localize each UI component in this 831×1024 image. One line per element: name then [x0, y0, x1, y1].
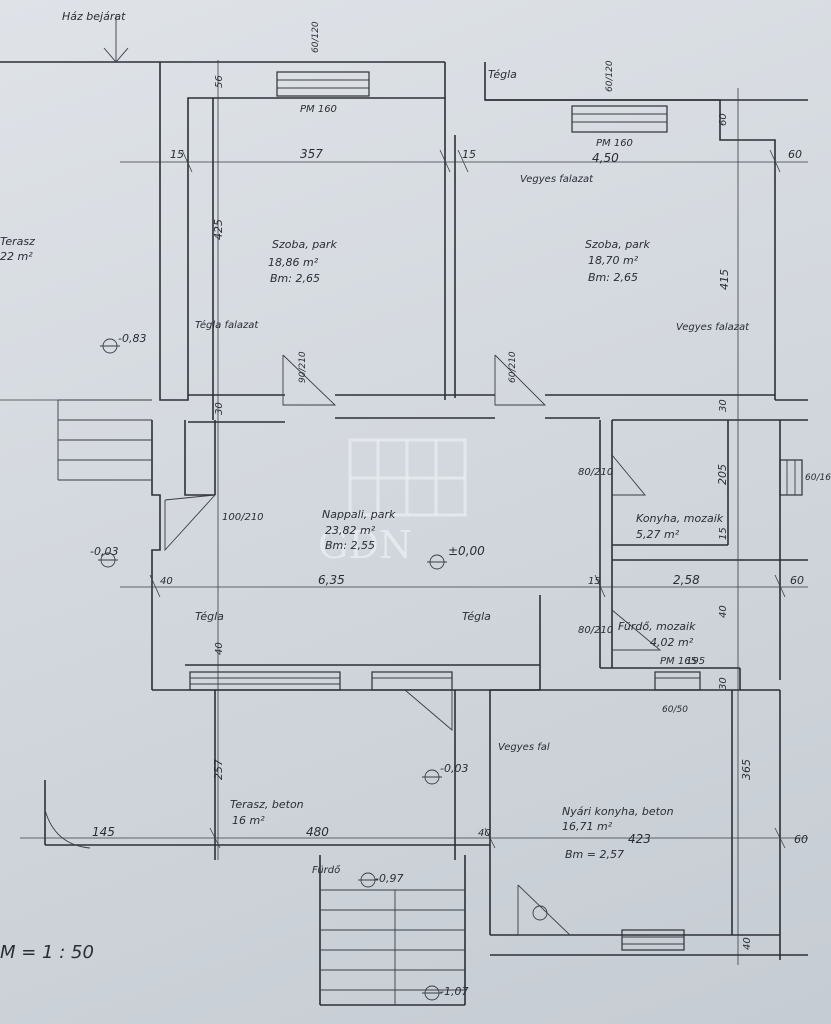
kitchen-name: Konyha, mozaik [636, 512, 724, 525]
terrace-area: 16 m² [232, 814, 265, 827]
neighbor-label: Ház bejárat [62, 10, 126, 23]
stairs-left [57, 399, 152, 481]
dim-425: 425 [212, 219, 225, 240]
room-right-height: Bm: 2,65 [588, 271, 638, 284]
living-area: 23,82 m² [325, 524, 376, 537]
dim-60d: 60 [794, 833, 808, 846]
material-vegyes-right: Vegyes falazat [676, 322, 750, 333]
room-right-area: 18,70 m² [588, 254, 639, 267]
material-tegla-terrace: Tégla [195, 610, 224, 623]
level-2: -0,03 [90, 545, 118, 558]
dim-258: 2,58 [673, 573, 700, 587]
dim-60b: 60 [718, 113, 729, 126]
bath-label: Fürdő [312, 864, 341, 876]
material-vegyes-bottom: Vegyes fal [498, 742, 550, 753]
dim-15a: 15 [170, 148, 184, 161]
dim-40e: 40 [742, 937, 753, 950]
dim-15d: 15 [718, 527, 729, 540]
dim-30c: 30 [718, 677, 729, 690]
window-top-right-label: PM 160 [596, 138, 633, 149]
dimension-lines [0, 60, 808, 965]
window-kitchen-label: PM 165 [660, 656, 697, 667]
room-left-height: Bm: 2,65 [270, 272, 320, 285]
dim-205: 205 [716, 464, 729, 485]
level-markers [98, 338, 548, 1001]
dim-195: 195 [686, 656, 705, 667]
living-height: Bm: 2,55 [325, 539, 375, 552]
dim-480: 480 [306, 825, 329, 839]
watermark-text: GDN [318, 523, 412, 567]
material-vegyes-top: Vegyes falazat [520, 174, 594, 185]
dim-60c: 60 [790, 574, 804, 587]
dim-40d: 40 [478, 828, 491, 839]
dim-423: 423 [628, 832, 651, 846]
window-bath-label: 60/50 [662, 705, 688, 715]
dim-30a: 30 [214, 402, 225, 415]
material-tegla-top: Tégla [488, 68, 517, 81]
level-6: -1,07 [440, 985, 468, 998]
dim-257: 257 [212, 759, 225, 780]
dim-60a: 60 [788, 148, 802, 161]
room-left-area: 18,86 m² [268, 256, 319, 269]
level-3: ±0,00 [448, 544, 485, 558]
labels: Ház bejárat M = 1 : 50 Szoba, park 18,86… [0, 10, 831, 998]
dim-30b: 30 [718, 399, 729, 412]
dim-56: 56 [214, 75, 225, 88]
door-100-210: 100/210 [222, 512, 264, 523]
left-terrace-name: Terasz [0, 235, 35, 248]
window-top-left-sill: 60/120 [311, 21, 321, 53]
dim-450: 4,50 [592, 151, 619, 165]
window-kitchen-side: 60/165 [805, 473, 831, 483]
doors [44, 354, 662, 936]
level-1: -0,83 [118, 332, 146, 345]
scale-label: M = 1 : 50 [0, 942, 94, 963]
summer-kitchen-name: Nyári konyha, beton [562, 805, 674, 818]
material-tegla-left: Tégla falazat [195, 319, 259, 331]
entrance-arrow [103, 15, 129, 63]
summer-kitchen-height: Bm = 2,57 [565, 848, 624, 861]
dim-365: 365 [740, 759, 753, 780]
level-5: -0,97 [375, 872, 403, 885]
kitchen-area: 5,27 m² [636, 528, 680, 541]
level-4: -0,03 [440, 762, 468, 775]
terrace-name: Terasz, beton [230, 798, 304, 811]
left-terrace-area: 22 m² [0, 250, 33, 263]
stairs-bottom [320, 889, 465, 1005]
dim-40b: 40 [214, 642, 225, 655]
dim-145: 145 [92, 825, 115, 839]
walls [0, 61, 808, 1006]
room-left-name: Szoba, park [272, 238, 337, 251]
dim-40a: 40 [160, 576, 173, 587]
door-80-210-b: 80/210 [578, 625, 613, 636]
bathroom-name: Fürdő, mozaik [618, 620, 696, 633]
living-name: Nappali, park [322, 508, 396, 521]
dim-40c: 40 [718, 605, 729, 618]
window-top-right-sill: 60/120 [605, 60, 615, 92]
door-80-210-a: 80/210 [578, 467, 613, 478]
summer-kitchen-area: 16,71 m² [562, 820, 613, 833]
dim-15c: 15 [588, 576, 601, 587]
door-90-210: 90/210 [298, 351, 308, 383]
bathroom-area: 4,02 m² [650, 636, 694, 649]
dim-357: 357 [300, 147, 323, 161]
windows [189, 71, 803, 951]
watermark-logo: GDN [318, 438, 467, 567]
dim-415: 415 [718, 269, 731, 290]
window-top-left-label: PM 160 [300, 104, 337, 115]
dim-15b: 15 [462, 148, 476, 161]
door-60-210: 60/210 [508, 351, 518, 383]
dim-635: 6,35 [318, 573, 345, 587]
material-tegla-mid: Tégla [462, 610, 491, 623]
room-right-name: Szoba, park [585, 238, 650, 251]
